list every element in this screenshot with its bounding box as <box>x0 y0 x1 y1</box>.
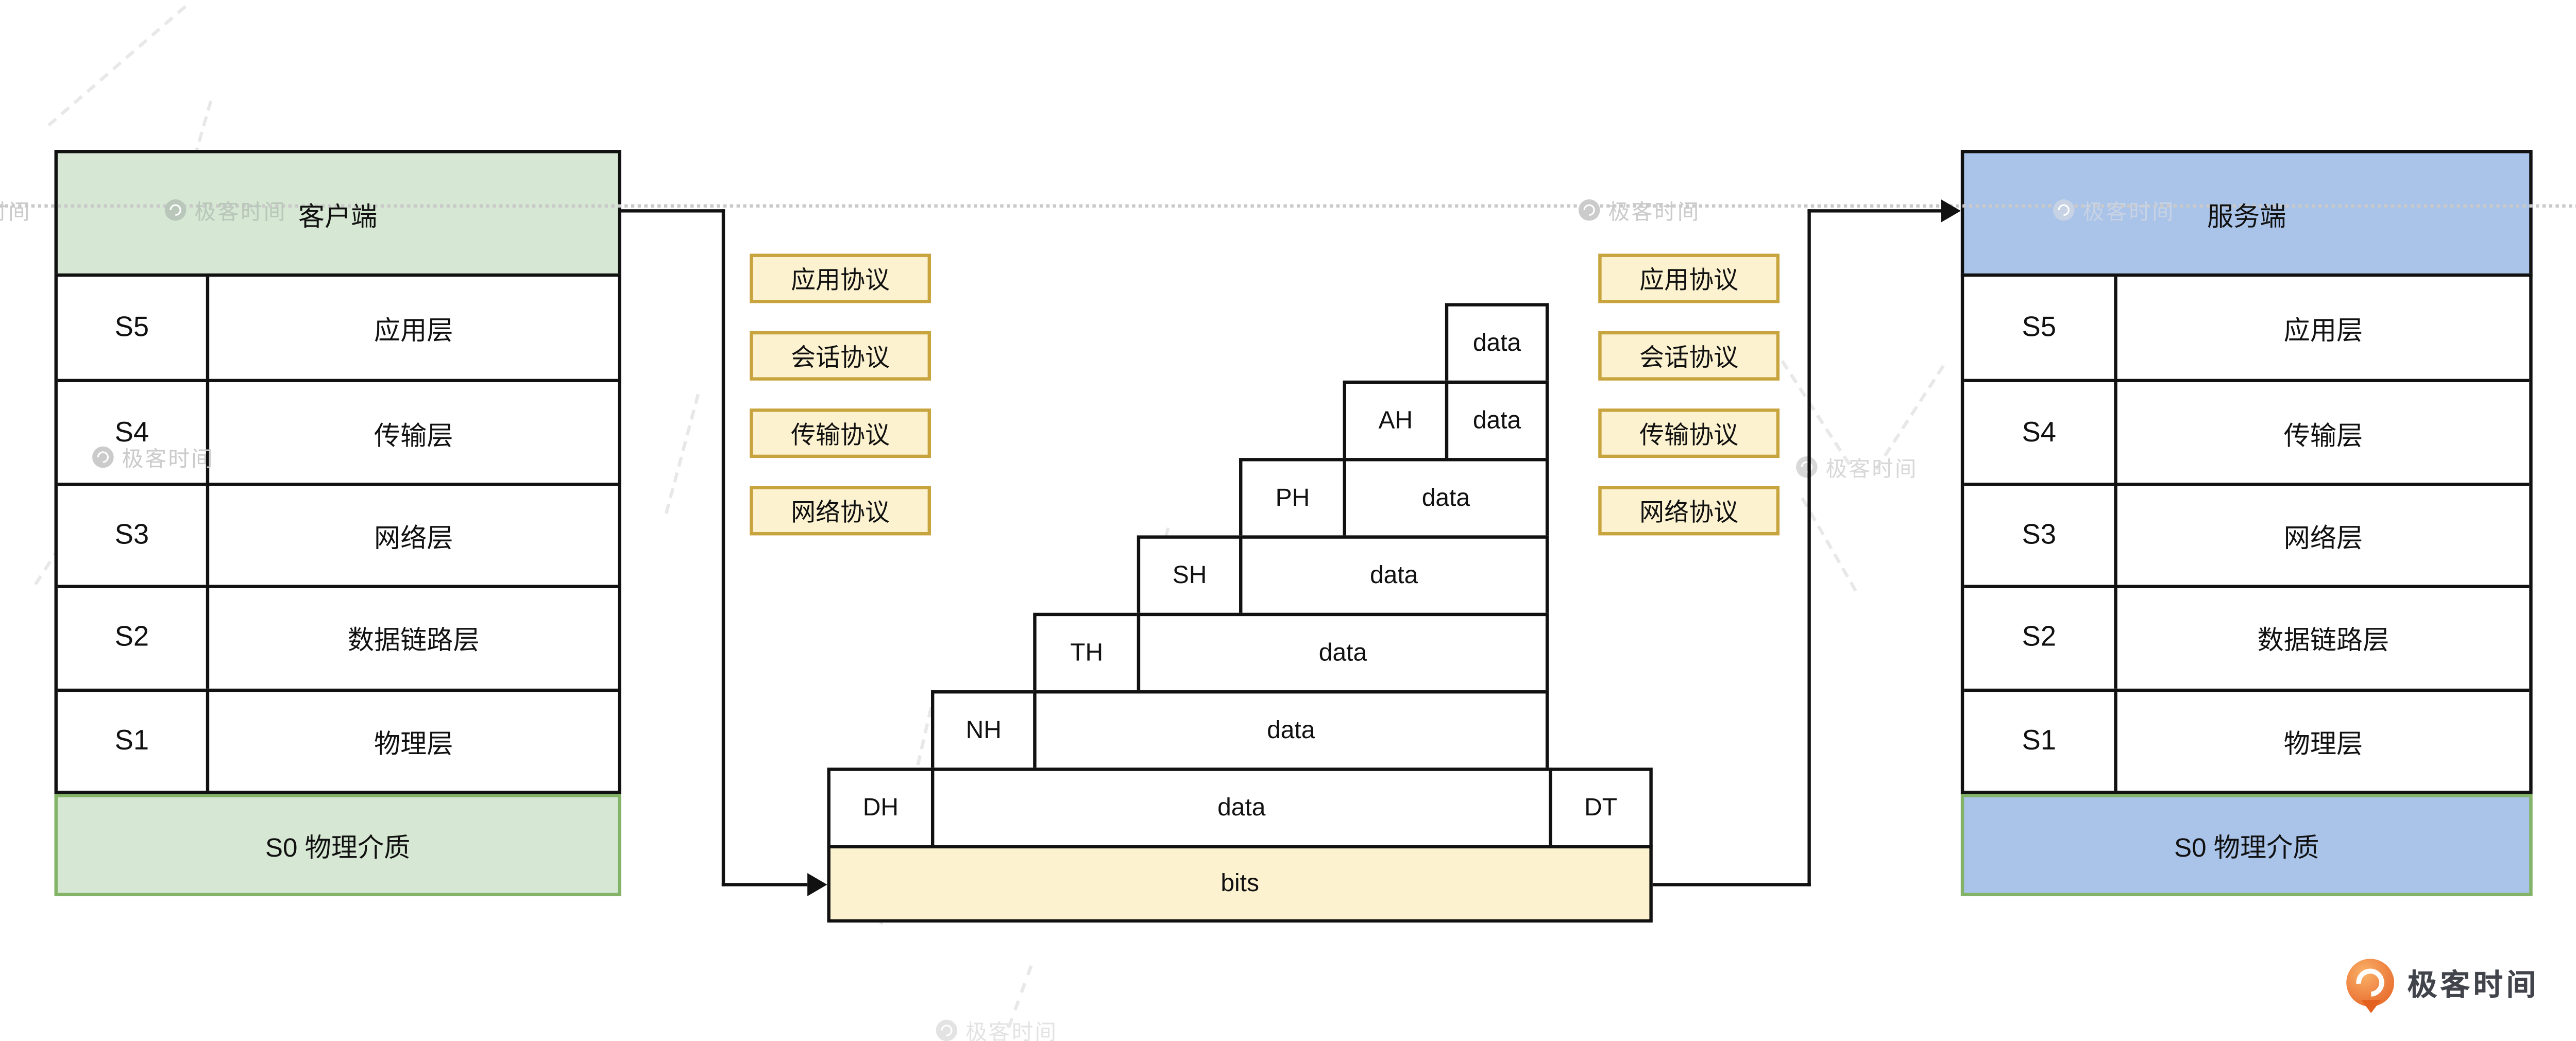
layer-code: S3 <box>114 519 149 551</box>
client-title: 客户端 <box>298 203 378 232</box>
watermark-diagonal <box>47 5 187 127</box>
arrow-client-to-bits-segment <box>721 209 725 886</box>
geektime-logo-icon <box>2053 199 2075 221</box>
table-row: S3 网络层 <box>1964 482 2530 585</box>
arrow-bits-to-server-segment <box>1652 883 1811 886</box>
table-row: S4 传输层 <box>57 379 618 483</box>
layer-code: S2 <box>114 621 149 653</box>
table-row: S3 网络层 <box>57 482 618 585</box>
server-header: 服务端 <box>1960 150 2533 277</box>
protocol-chip-session: 会话协议 <box>1598 331 1780 381</box>
arrow-client-to-bits-segment <box>721 883 808 886</box>
watermark-dotted-line <box>0 204 2576 208</box>
stack-cell-dt: DT <box>1549 767 1653 849</box>
watermark: 极客时间 <box>1578 194 1701 226</box>
table-row: S2 数据链路层 <box>1964 585 2530 688</box>
protocol-chip-session: 会话协议 <box>750 331 931 381</box>
layer-code: S3 <box>2022 519 2057 551</box>
geektime-logo-icon <box>936 1019 958 1041</box>
stack-data-cell: data <box>1137 612 1549 694</box>
geektime-logo-icon <box>1796 456 1818 478</box>
watermark: 极客时间 <box>0 199 31 224</box>
stack-cell-th: TH <box>1033 612 1141 694</box>
protocol-chip-network: 网络协议 <box>1598 486 1780 536</box>
table-row: S1 物理层 <box>1964 688 2530 791</box>
geektime-logo-icon <box>1578 199 1600 221</box>
bits-row: bits <box>827 845 1653 923</box>
watermark: 极客时间 <box>2053 194 2175 226</box>
table-row: S4 传输层 <box>1964 379 2530 483</box>
watermark-diagonal <box>1781 360 1851 466</box>
table-row: S2 数据链路层 <box>57 585 618 688</box>
layer-name: 应用层 <box>374 318 453 347</box>
layer-name: 应用层 <box>2283 318 2363 347</box>
watermark: 极客时间 <box>1796 451 1918 483</box>
server-table: S5 应用层 S4 传输层 S3 网络层 S2 数据链路层 S1 物理层 <box>1960 273 2533 794</box>
protocol-chip-transport: 传输协议 <box>750 408 931 458</box>
layer-code: S2 <box>2022 621 2057 653</box>
arrow-client-to-bits-segment <box>621 209 725 213</box>
stack-data-cell: data <box>1033 690 1549 771</box>
watermark: 极客时间 <box>936 1015 1058 1041</box>
client-physical-medium: S0 物理介质 <box>54 794 621 896</box>
stack-cell-nh: NH <box>930 690 1037 771</box>
stack-cell-ph: PH <box>1239 458 1346 539</box>
stack-cell-sh: SH <box>1137 535 1243 617</box>
layer-code: S5 <box>114 312 149 343</box>
table-row: S1 物理层 <box>57 688 618 791</box>
stack-data-cell: data <box>930 767 1552 849</box>
stack-cell-ah: AH <box>1343 380 1449 462</box>
watermark-diagonal <box>664 394 700 514</box>
layer-name: 物理层 <box>374 731 453 759</box>
arrow-bits-to-server-segment <box>1807 209 1811 886</box>
brand-lockup: 极客时间 <box>2346 959 2539 1013</box>
stack-data-cell: data <box>1343 458 1549 539</box>
stack-data-cell: data <box>1445 380 1549 462</box>
protocol-chip-application: 应用协议 <box>750 253 931 303</box>
layer-code: S1 <box>2022 724 2057 756</box>
arrow-bits-to-server-segment <box>1807 209 1941 213</box>
brand-wordmark: 极客时间 <box>2407 967 2539 1001</box>
layer-code: S5 <box>2022 312 2057 343</box>
layer-name: 网络层 <box>374 525 453 554</box>
layer-code: S4 <box>2022 416 2057 448</box>
protocol-chip-transport: 传输协议 <box>1598 408 1780 458</box>
protocol-chip-application: 应用协议 <box>1598 253 1780 303</box>
layer-name: 网络层 <box>2283 525 2363 554</box>
geektime-logo-icon <box>164 199 187 221</box>
server-title: 服务端 <box>2207 203 2286 232</box>
stack-data-cell: data <box>1239 535 1549 617</box>
server-physical-medium: S0 物理介质 <box>1960 794 2533 896</box>
layer-name: 数据链路层 <box>2257 628 2389 657</box>
table-row: S5 应用层 <box>1964 277 2529 380</box>
table-row: S5 应用层 <box>58 277 618 380</box>
geektime-logo-icon <box>92 446 114 468</box>
client-header: 客户端 <box>54 150 621 277</box>
geektime-logo-icon <box>2346 959 2394 1013</box>
protocol-chip-network: 网络协议 <box>750 486 931 536</box>
arrowhead-into-server <box>1941 199 1961 223</box>
layer-code: S4 <box>114 416 149 448</box>
layer-name: 物理层 <box>2283 731 2363 759</box>
stack-cell-dh: DH <box>827 767 935 849</box>
layer-name: 传输层 <box>2283 422 2363 451</box>
layer-code: S1 <box>114 724 149 756</box>
layer-name: 传输层 <box>374 422 453 451</box>
arrowhead-into-bits <box>807 873 827 896</box>
layer-name: 数据链路层 <box>347 628 480 657</box>
stack-data-cell: data <box>1445 303 1549 384</box>
watermark: 极客时间 <box>92 441 214 473</box>
client-table: S5 应用层 S4 传输层 S3 网络层 S2 数据链路层 S1 物理层 <box>54 273 621 794</box>
watermark: 极客时间 <box>164 194 287 226</box>
